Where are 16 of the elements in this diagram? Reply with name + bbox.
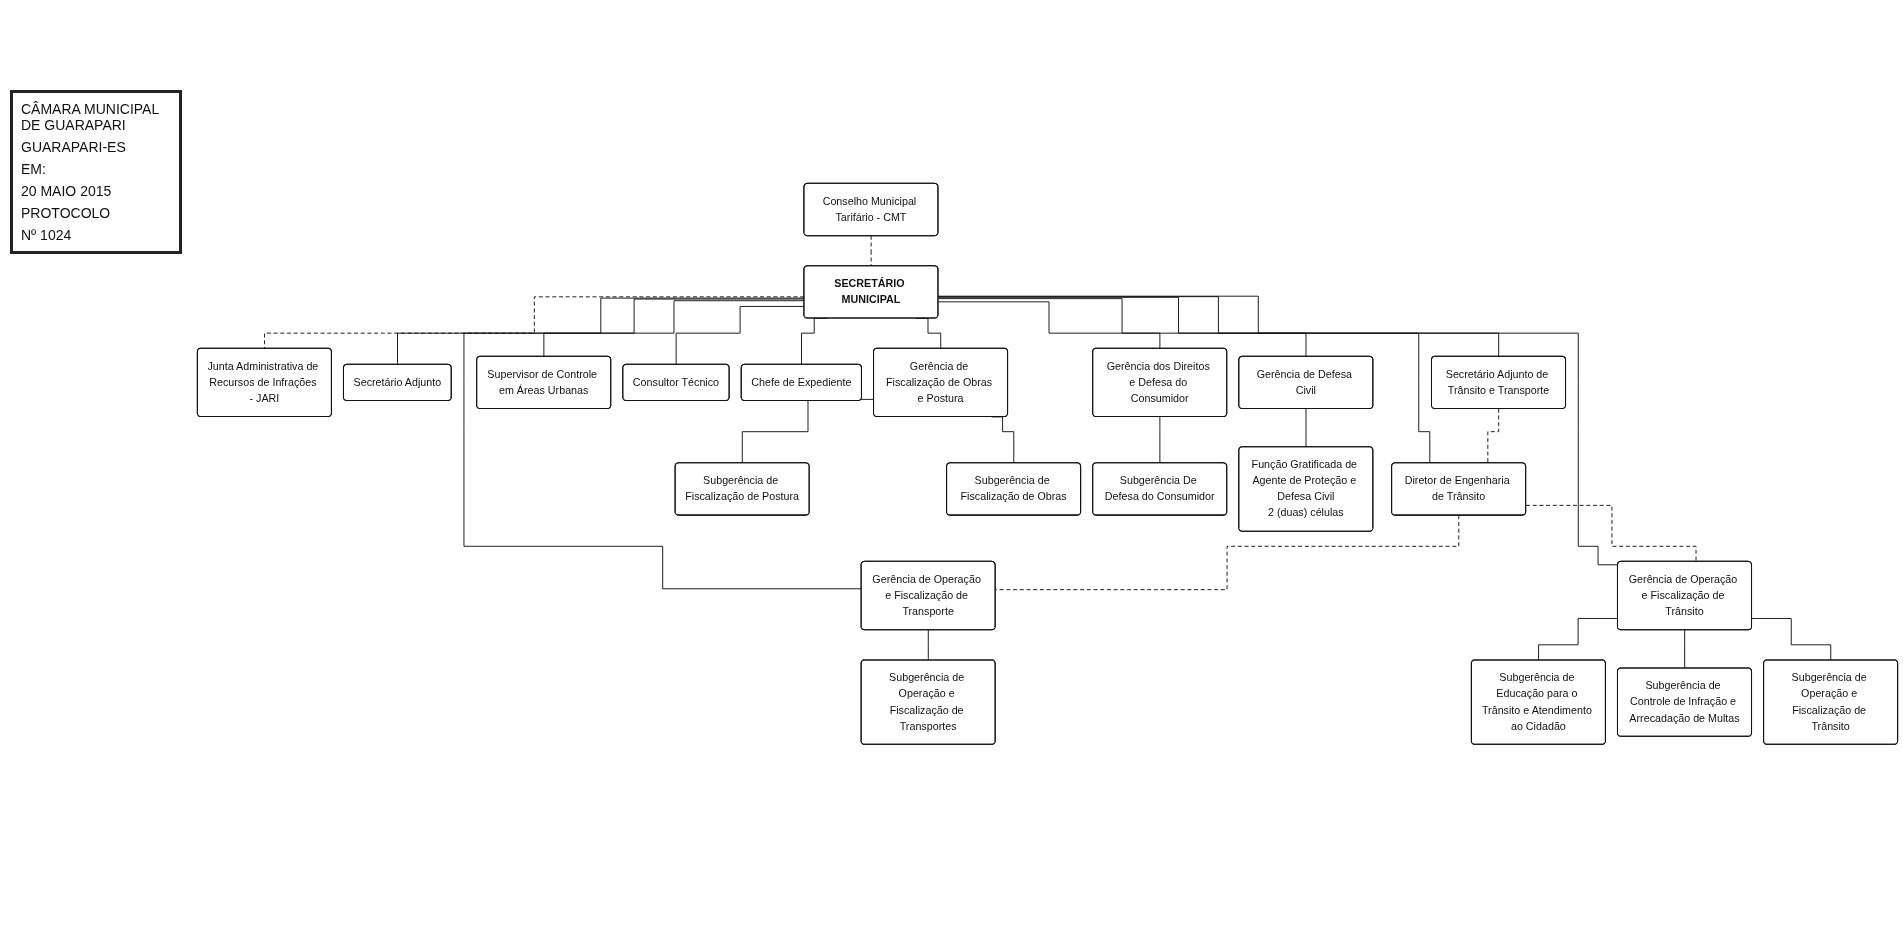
connector [1525, 504, 1697, 562]
stamp-text: 20 MAIO 2015 [21, 183, 113, 199]
connector [1159, 416, 1161, 464]
stamp-text: CÂMARA MUNICIPAL DE GUARAPARI [21, 101, 160, 133]
stamp-text: Nº 1024 [21, 227, 73, 243]
connector [1751, 617, 1832, 661]
connector [937, 301, 1161, 349]
connector [927, 629, 929, 661]
stamp-text: PROTOCOLO [21, 205, 112, 221]
connector [1305, 408, 1307, 448]
stamp-text: EM: [21, 161, 47, 177]
connector [463, 298, 862, 589]
connector [937, 295, 1500, 357]
stamp-text: GUARAPARI-ES [21, 139, 127, 155]
connector [1684, 629, 1686, 669]
connector [937, 297, 1307, 357]
